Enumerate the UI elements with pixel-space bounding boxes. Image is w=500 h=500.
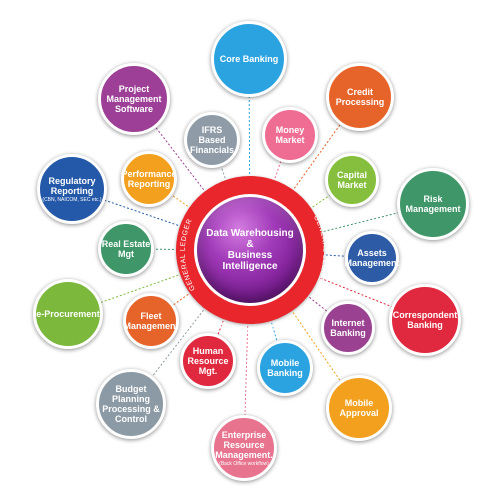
ledger-label-left: GENERAL LEDGER — [180, 218, 197, 292]
node-label-line: Correspondent — [392, 310, 458, 320]
node-label-line: Internet — [331, 318, 365, 328]
node-label-line: Banking — [267, 368, 303, 378]
node-label-line: Enterprise — [221, 429, 267, 440]
hub-title-line: & — [246, 239, 254, 250]
ledger-label-right: GENERAL LEDGER — [312, 214, 328, 288]
node-label-line: Banking — [407, 320, 443, 330]
data-warehousing-hub[interactable]: Data Warehousing & Business Intelligence — [197, 197, 303, 303]
node-label-line: Management. — [215, 449, 273, 460]
node-e-procurement[interactable]: e-Procurement — [33, 279, 103, 349]
node-label-line: Performance — [121, 169, 177, 179]
hub-title-line: Data Warehousing — [206, 228, 294, 239]
node-label-line: Processing & — [102, 404, 160, 414]
node-label-line: Based — [198, 135, 226, 145]
node-label-line: Management — [123, 321, 179, 331]
node-label-line: Management — [405, 204, 461, 214]
node-core-banking[interactable]: Core Banking — [211, 21, 287, 97]
node-sublabel: (Back Office workflow) — [219, 460, 269, 467]
node-label-line: Financials — [189, 145, 234, 155]
node-label-line: Software — [114, 104, 153, 114]
node-label-line: Processing — [335, 97, 385, 107]
node-label-line: Project — [118, 84, 150, 94]
node-label-line: Reporting — [127, 179, 171, 189]
node-label-line: Core Banking — [219, 54, 279, 64]
node-label-line: Regulatory — [48, 175, 96, 186]
hub-title: Data Warehousing & Business Intelligence — [202, 228, 298, 272]
node-label: Core Banking — [220, 54, 279, 64]
node-label-line: Market — [337, 180, 367, 190]
hub-title-line: Business Intelligence — [222, 250, 278, 272]
node-label-line: Risk — [423, 194, 443, 204]
node-label-line: Control — [115, 414, 147, 424]
node-label-line: Budget Planning — [112, 384, 150, 404]
node-label-line: Market — [275, 135, 305, 145]
node-label-line: Mgt. — [198, 366, 218, 376]
node-label-line: IFRS — [201, 125, 223, 135]
node-label-line: Mgt — [118, 249, 134, 259]
node-label-line: Real Estate — [101, 239, 151, 249]
node-label-line: Management — [106, 94, 162, 104]
node-label-line: Capital — [336, 170, 367, 180]
ledger-label-bottom: GENERAL LEDGER — [213, 319, 287, 334]
node-label-line: e-Procurement — [36, 309, 100, 319]
node-label: e-Procurement — [36, 309, 100, 319]
node-label-line: Resource — [223, 439, 265, 450]
node-label-line: Human — [192, 346, 224, 356]
node-label-line: Credit — [346, 87, 373, 97]
node-label-line: Assets — [357, 248, 387, 258]
node-label-line: Approval — [339, 408, 379, 418]
node-label-line: Reporting — [50, 185, 94, 196]
node-label-line: Resource — [187, 356, 229, 366]
node-label-line: Mobile — [270, 358, 300, 368]
node-label-line: Management — [344, 258, 400, 268]
node-label-line: Banking — [330, 328, 366, 338]
node-label-line: Fleet — [140, 311, 162, 321]
node-label-line: Money — [275, 125, 305, 135]
node-label-line: Mobile — [344, 398, 374, 408]
node-sublabel: (CBN, NAICOM, SEC etc.) — [42, 196, 102, 203]
